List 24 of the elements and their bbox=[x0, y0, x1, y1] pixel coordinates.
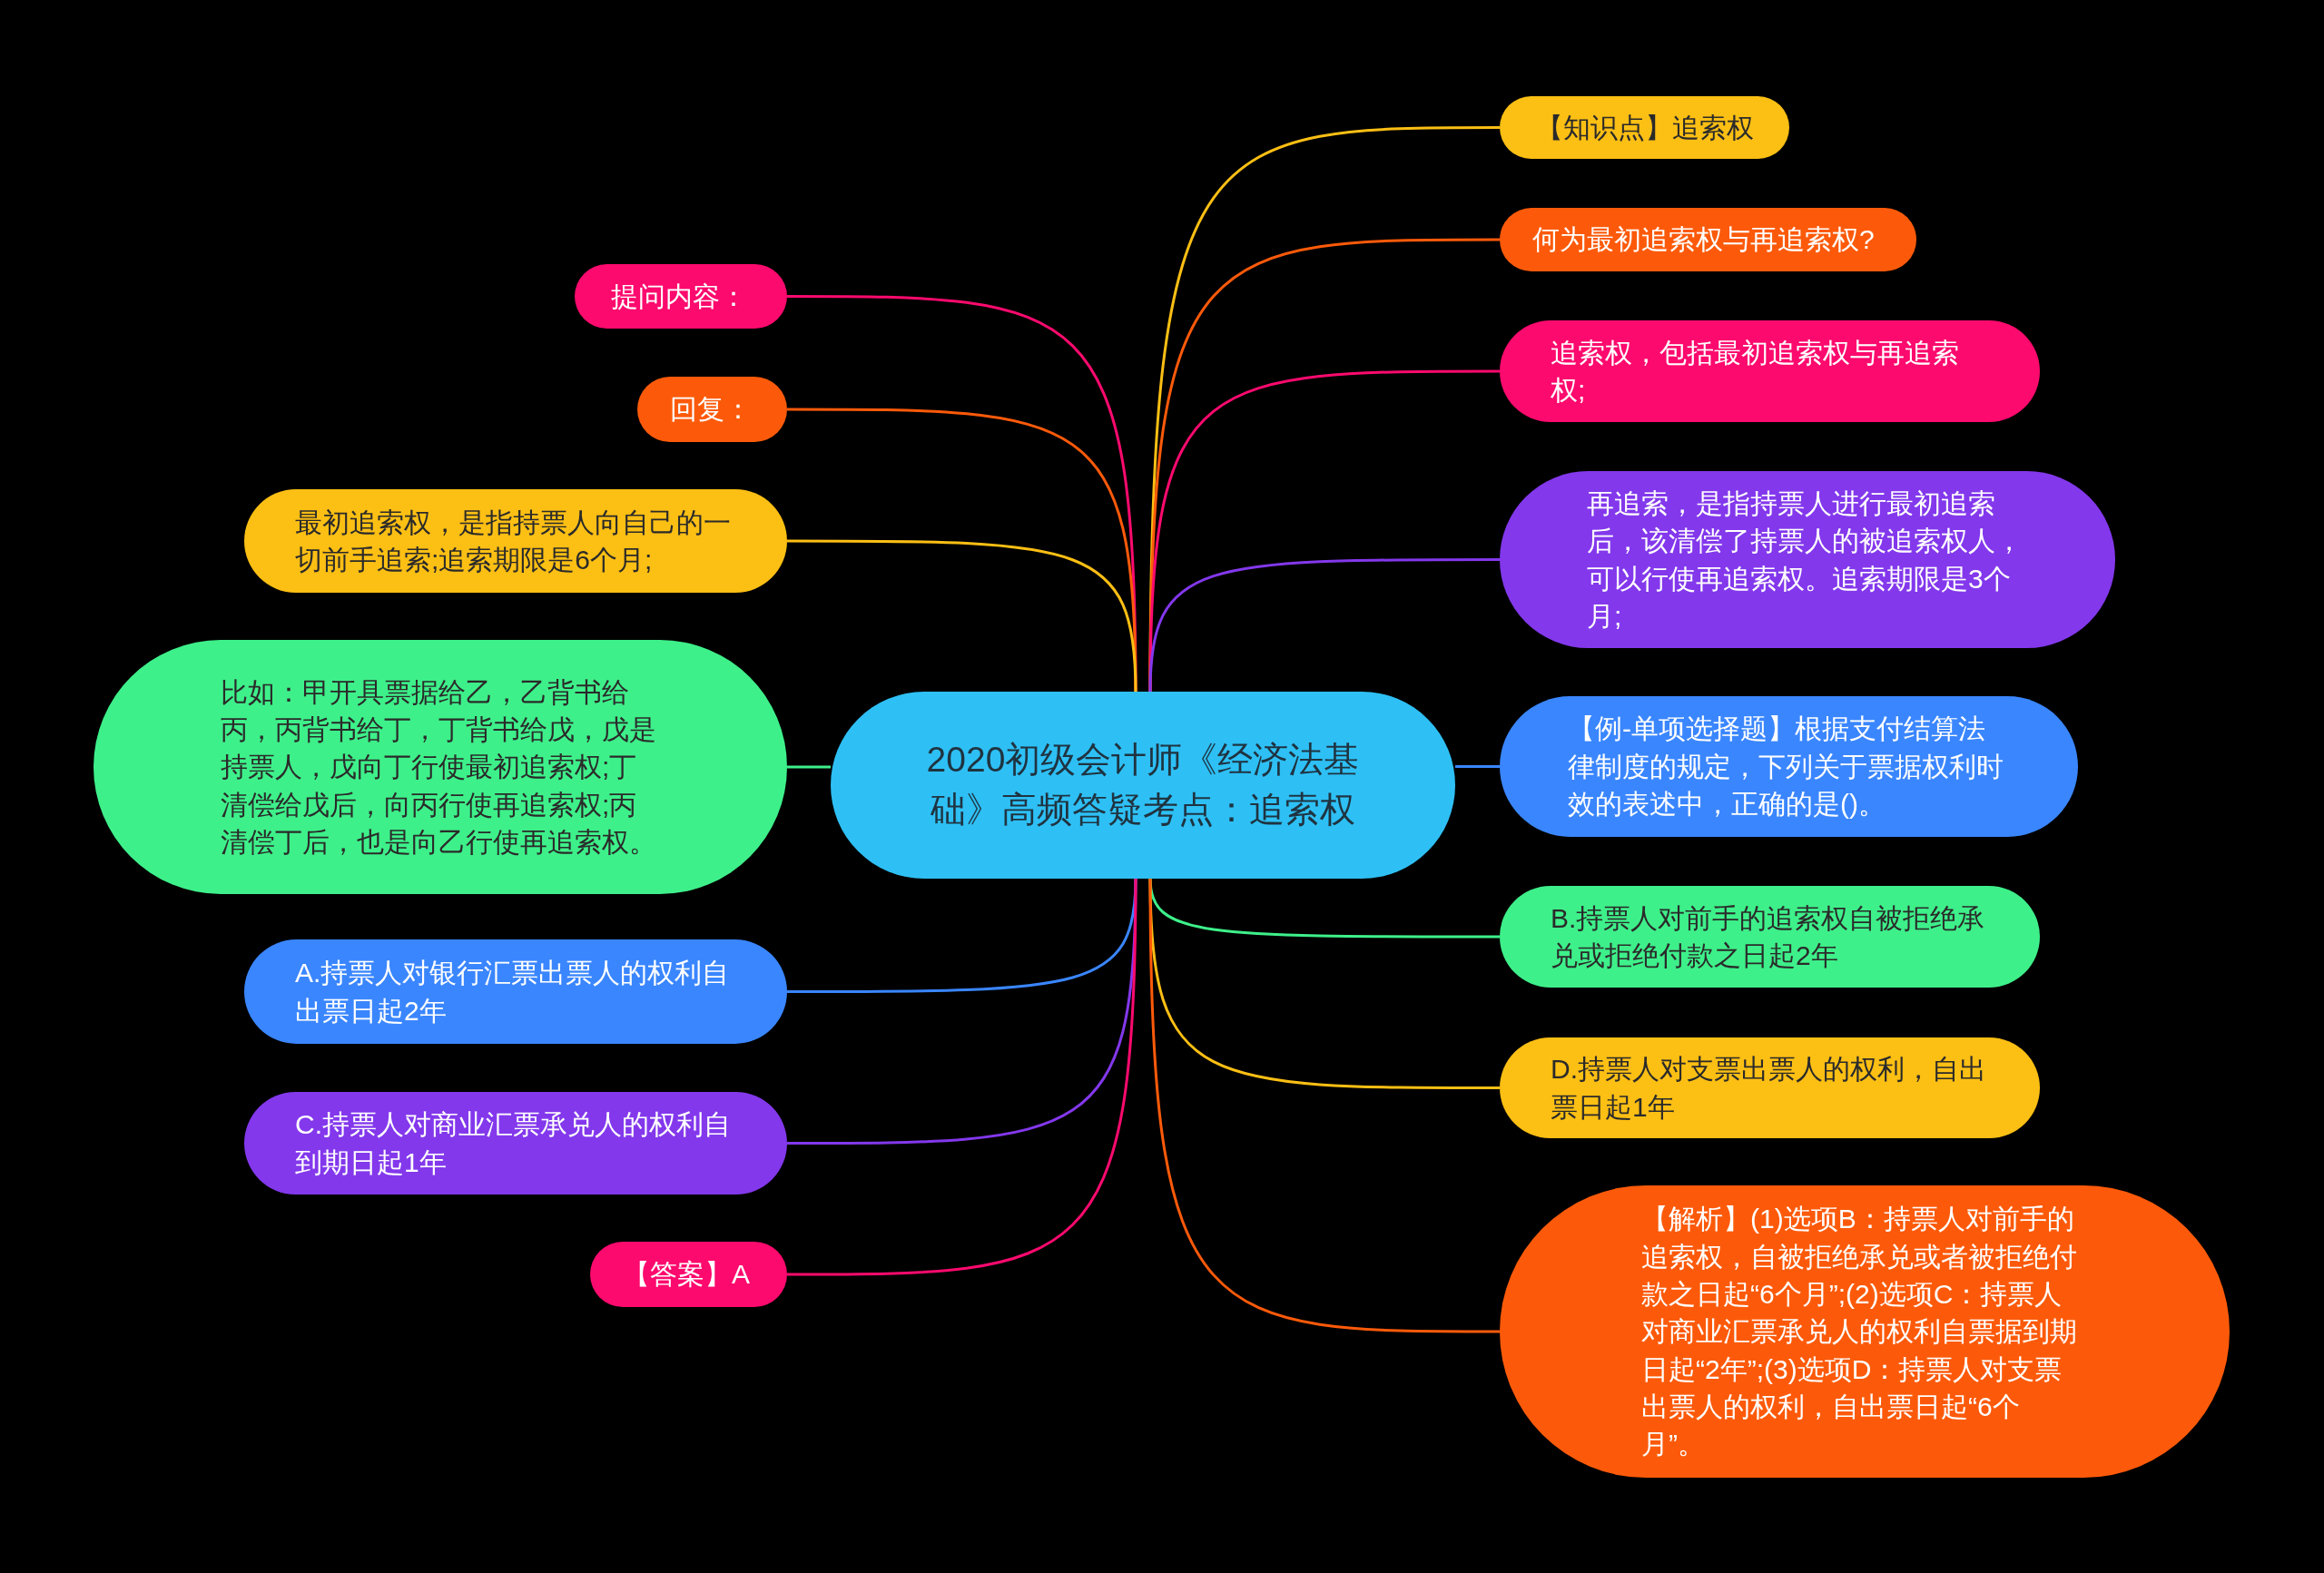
topic-text: 比如：甲开具票据给乙，乙背书给丙，丙背书给丁，丁背书给戊，戊是持票人，戊向丁行使最初追索权;丁清偿给戊后，向丙行使再追索权;丙清偿丁后，也是向乙行使再追索权。 bbox=[221, 675, 657, 860]
connector-line bbox=[1148, 369, 1500, 693]
topic-text: C.持票人对商业汇票承兑人的权利自到期日起1年 bbox=[295, 1108, 731, 1179]
topic-text: B.持票人对前手的追索权自被拒绝承兑或拒绝付款之日起2年 bbox=[1551, 901, 1986, 972]
topic-text: 何为最初追索权与再追索权? bbox=[1532, 223, 1875, 257]
topic-text: 最初追索权，是指持票人向自己的一切前手追索;追索期限是6个月; bbox=[295, 506, 731, 576]
connector-line bbox=[1148, 879, 1500, 1333]
topic-text: 再追索，是指持票人进行最初追索后，该清偿了持票人的被追索权人，可以行使再追索权。追索期限是3个月; bbox=[1587, 487, 2023, 633]
topic-text: A.持票人对银行汇票出票人的权利自出票日起2年 bbox=[295, 957, 731, 1027]
topic-text: 【答案】A bbox=[623, 1258, 750, 1292]
topic-text: 回复： bbox=[670, 393, 752, 427]
topic-text: 追索权，包括最初追索权与再追索权; bbox=[1551, 336, 1960, 407]
topic-text: 提问内容： bbox=[611, 280, 747, 313]
topic-text: 【解析】(1)选项B：持票人对前手的追索权，自被拒绝承兑或者被拒绝付款之日起“6个月”;(2)选项C：持票人对商业汇票承兑人的权利自票据到期日起“2年”;(3)选项D：持票人对支票出票人的权利，自出票日起“6个月”。 bbox=[1641, 1203, 2078, 1461]
connector-line bbox=[787, 539, 1137, 693]
connector-line bbox=[1148, 558, 1500, 693]
connector-line bbox=[1148, 238, 1500, 692]
connector-line bbox=[787, 879, 1137, 1276]
topic-text: 【例-单项选择题】根据支付结算法律制度的规定，下列关于票据权利时效的表述中，正确的是()。 bbox=[1568, 713, 2004, 821]
connector-line bbox=[1455, 765, 1500, 768]
topic-text: 【知识点】追索权 bbox=[1536, 111, 1754, 144]
connector-line bbox=[787, 765, 831, 769]
topic-text: D.持票人对支票出票人的权利，自出票日起1年 bbox=[1551, 1053, 1986, 1124]
topic-title: 2020初级会计师《经济法基础》高频答疑考点：追索权 bbox=[925, 739, 1361, 831]
